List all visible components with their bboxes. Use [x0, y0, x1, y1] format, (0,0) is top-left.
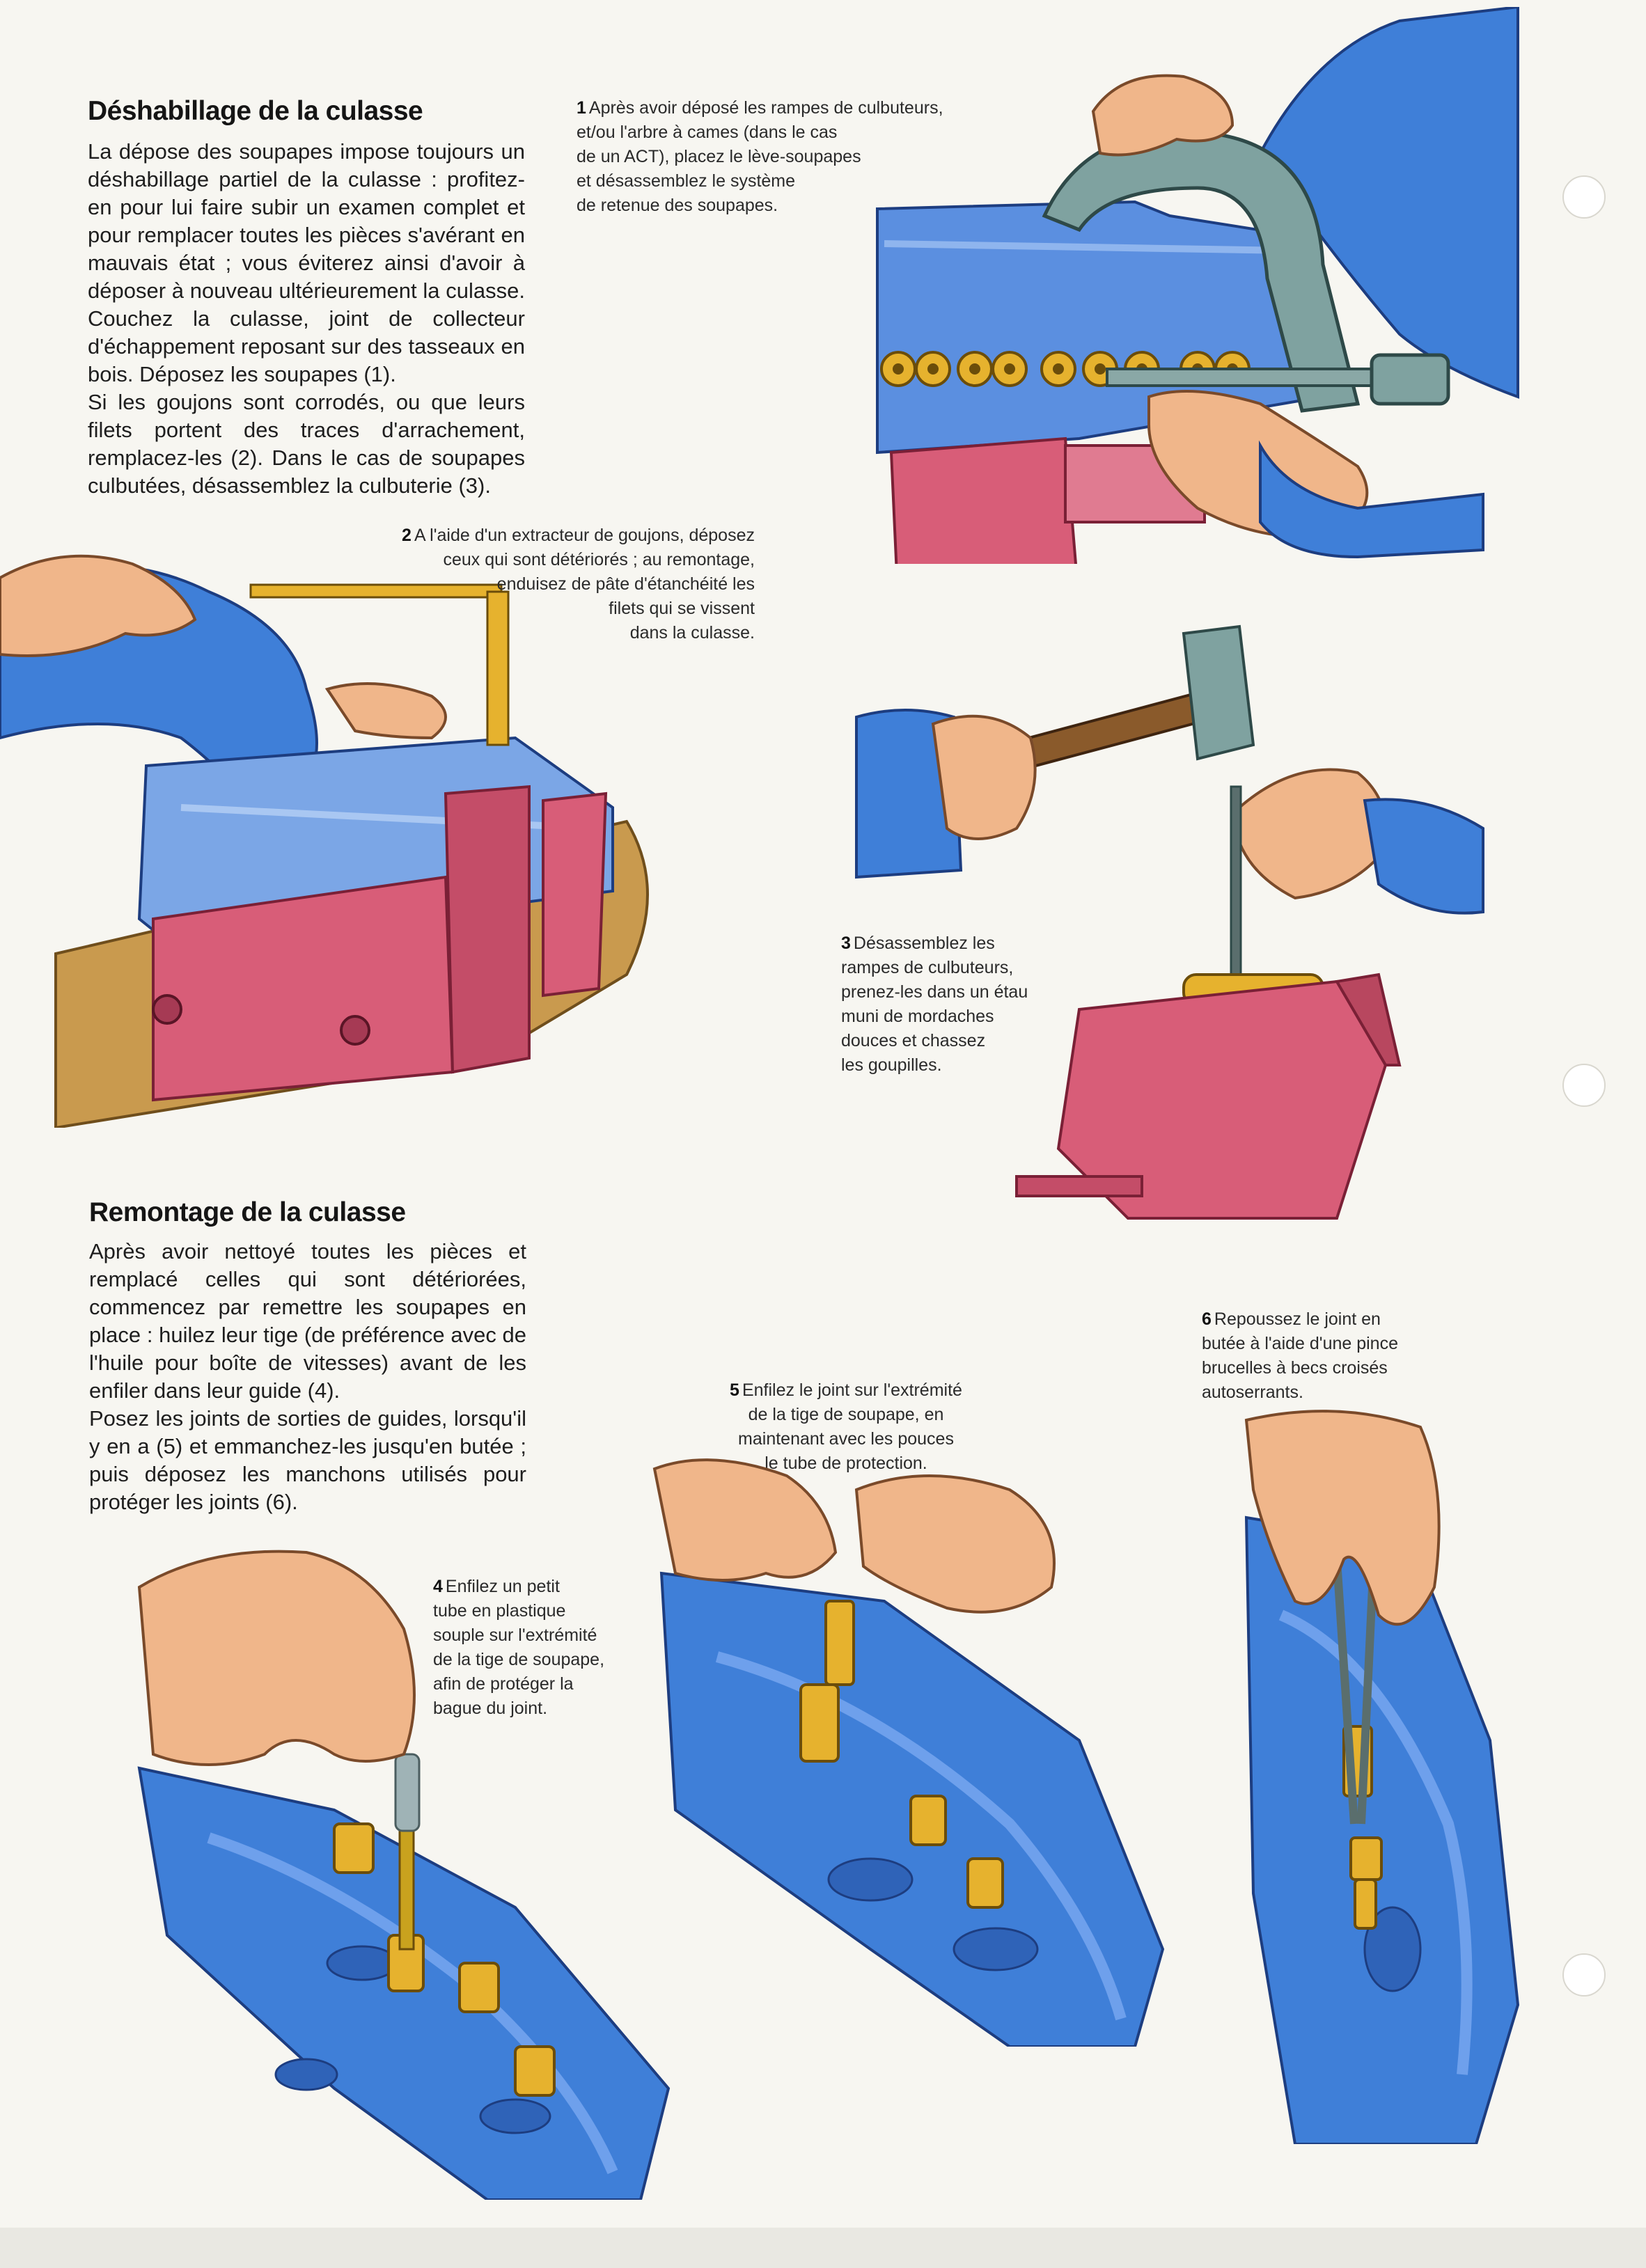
caption-line: rampes de culbuteurs, — [841, 958, 1014, 977]
step-number: 3 — [841, 934, 851, 953]
caption-line: douces et chassez — [841, 1031, 986, 1050]
caption-line: dans la culasse. — [629, 623, 755, 643]
illustration-2-svg — [0, 554, 649, 1128]
caption-line: les goupilles. — [841, 1055, 942, 1075]
section-title-deshabillage: Déshabillage de la culasse — [88, 96, 423, 126]
caption-line: bague du joint. — [433, 1699, 548, 1718]
caption-line: maintenant avec les pouces — [738, 1429, 954, 1449]
caption-line: prenez-les dans un étau — [841, 982, 1028, 1002]
caption-line: Enfilez un petit — [445, 1577, 560, 1596]
binder-hole-middle — [1562, 1064, 1606, 1107]
caption-line: et désassemblez le système — [577, 171, 796, 191]
section-body-remontage: Après avoir nettoyé toutes les pièces et… — [89, 1238, 526, 1516]
illustration-protective-tube — [125, 1545, 682, 2200]
illustration-6-svg — [1244, 1410, 1520, 2144]
paragraph: Si les goujons sont corrodés, ou que leu… — [88, 390, 525, 498]
binder-hole-bottom — [1562, 1953, 1606, 1997]
caption-line: souple sur l'extrémité — [433, 1625, 597, 1645]
caption-line: de la tige de soupape, en — [748, 1405, 944, 1424]
caption-line: ceux qui sont détériorés ; au remontage, — [443, 550, 755, 569]
caption-line: A l'aide d'un extracteur de goujons, dép… — [414, 526, 755, 545]
illustration-seal-fitting — [648, 1448, 1177, 2047]
caption-line: autoserrants. — [1202, 1383, 1303, 1402]
caption-line: Repoussez le joint en — [1214, 1309, 1381, 1329]
illustration-hammer-and-vice — [849, 620, 1490, 1225]
illustration-valve-spring-compressor — [870, 7, 1525, 564]
section-title-remontage: Remontage de la culasse — [89, 1197, 406, 1227]
caption-line: brucelles à becs croisés — [1202, 1358, 1388, 1378]
caption-line: enduisez de pâte d'étanchéité les — [496, 574, 755, 594]
caption-line: et/ou l'arbre à cames (dans le cas — [577, 123, 838, 142]
step-number: 1 — [577, 98, 586, 118]
caption-line: muni de mordaches — [841, 1007, 994, 1026]
illustration-3-svg — [855, 624, 1484, 1220]
step-number: 5 — [730, 1380, 739, 1400]
caption-line: de un ACT), placez le lève-soupapes — [577, 147, 861, 166]
caption-line: de retenue des soupapes. — [577, 196, 778, 215]
caption-line: butée à l'aide d'une pince — [1202, 1334, 1398, 1353]
caption-line: Après avoir déposé les rampes de culbute… — [588, 98, 943, 118]
caption-line: le tube de protection. — [765, 1454, 927, 1473]
caption-line: Désassemblez les — [853, 934, 995, 953]
binder-hole-top — [1562, 175, 1606, 219]
caption-line: afin de protéger la — [433, 1674, 574, 1694]
illustration-stud-extractor — [0, 529, 668, 1128]
paragraph: La dépose des soupapes impose toujours u… — [88, 139, 525, 386]
illustration-tweezers-push — [1239, 1406, 1532, 2144]
page-bottom-strip — [0, 2228, 1646, 2268]
step-number: 2 — [402, 526, 412, 545]
caption-line: tube en plastique — [433, 1601, 566, 1621]
paragraph: Après avoir nettoyé toutes les pièces et… — [89, 1239, 526, 1403]
caption-line: de la tige de soupape, — [433, 1650, 605, 1669]
step-number: 4 — [433, 1577, 443, 1596]
caption-line: filets qui se vissent — [609, 599, 755, 618]
caption-line: Enfilez le joint sur l'extrémité — [742, 1380, 962, 1400]
paragraph: Posez les joints de sorties de guides, l… — [89, 1406, 526, 1514]
step-number: 6 — [1202, 1309, 1212, 1329]
illustration-1-svg — [876, 7, 1519, 564]
illustration-4-svg — [137, 1550, 671, 2200]
illustration-5-svg — [652, 1458, 1165, 2047]
section-body-deshabillage: La dépose des soupapes impose toujours u… — [88, 138, 525, 500]
